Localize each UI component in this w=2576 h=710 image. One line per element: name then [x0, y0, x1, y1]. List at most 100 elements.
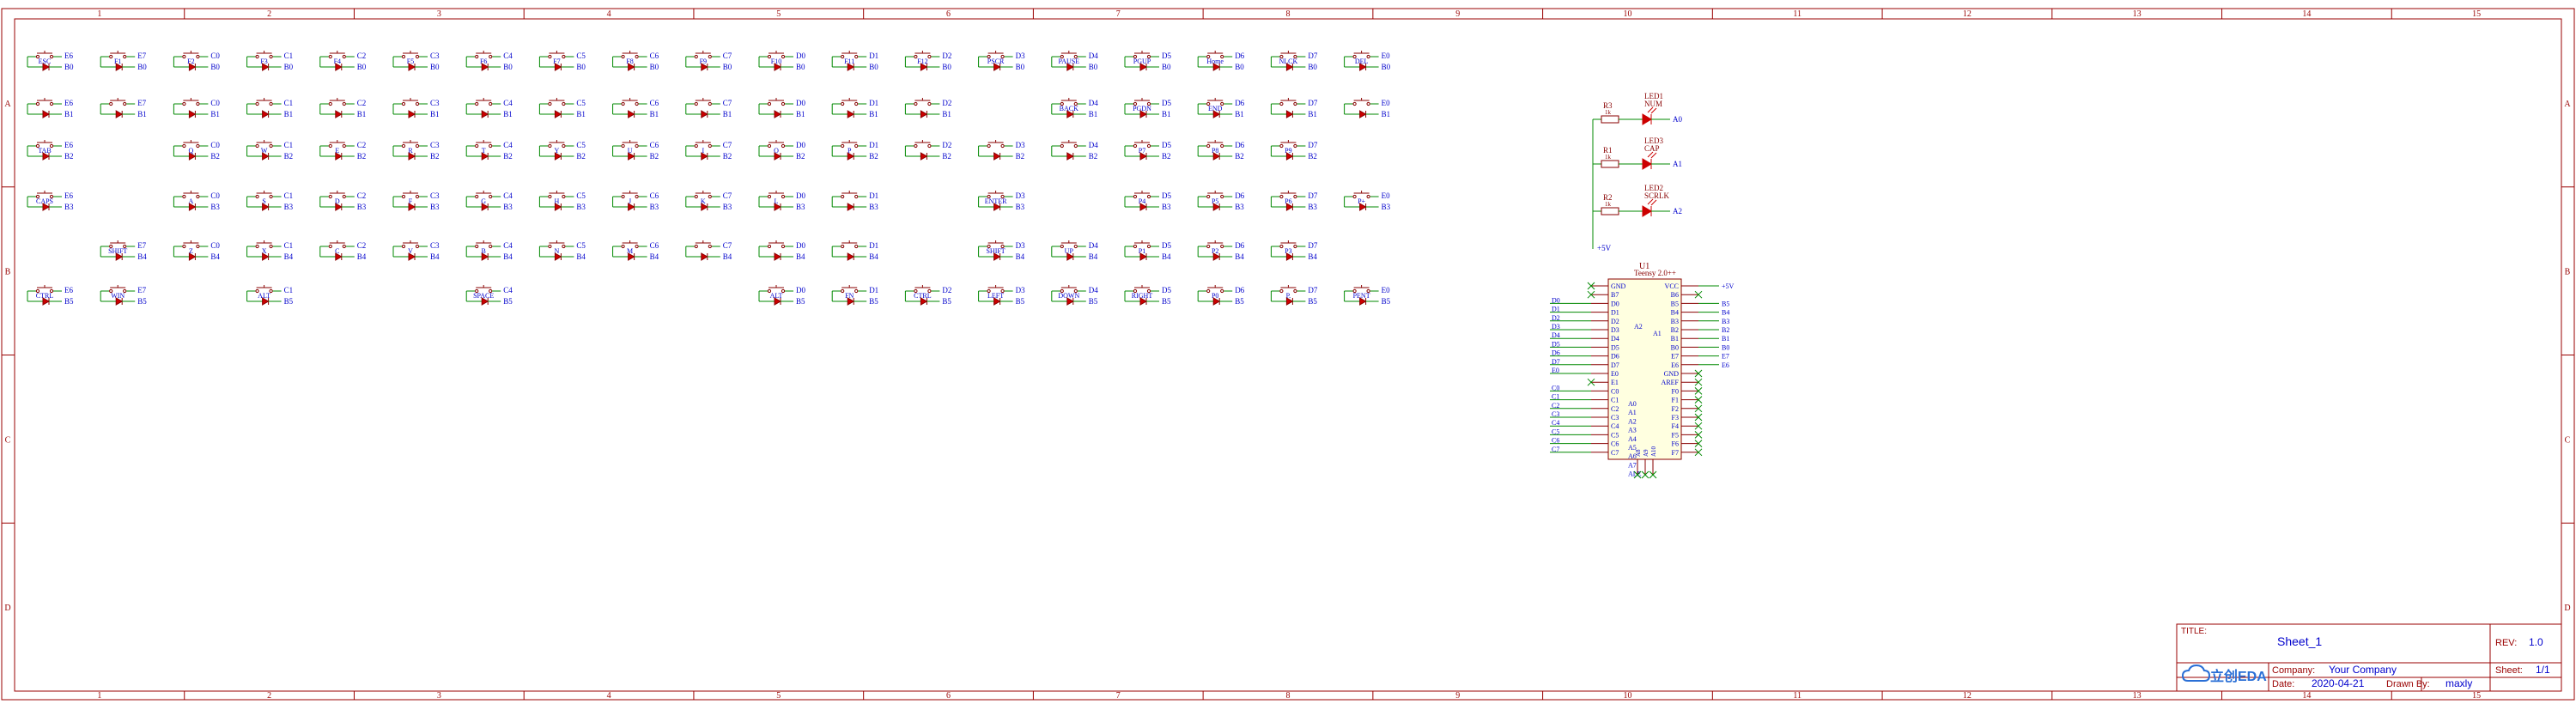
- column-net-label: C5: [576, 99, 586, 107]
- switch-contact: [415, 143, 420, 149]
- rev-label: REV:: [2495, 638, 2517, 648]
- key-label: ALT: [770, 292, 783, 300]
- frame-col-label: 10: [1623, 691, 1631, 701]
- mcu-pin-name: B0: [1671, 343, 1679, 351]
- diode-symbol: [335, 152, 343, 161]
- switch-contact: [1279, 143, 1284, 149]
- frame-col-label: 9: [1455, 691, 1460, 701]
- switch-contact: [562, 101, 566, 106]
- no-connect-icon: [1587, 282, 1595, 290]
- switch-contact: [475, 54, 479, 59]
- row-net-label: B5: [1235, 297, 1244, 306]
- mcu-pin-name: D0: [1611, 300, 1619, 307]
- mcu-bottom-label: A8: [1635, 449, 1642, 457]
- diode-symbol: [1285, 110, 1294, 118]
- key-label: P9: [1285, 147, 1291, 155]
- switch-contact: [255, 54, 259, 59]
- led-name: NUM: [1644, 100, 1662, 108]
- row-net-label: B0: [430, 63, 440, 71]
- key-label: P0: [1212, 292, 1218, 300]
- key-label: SPACE: [473, 292, 494, 300]
- frame-col-label: 3: [437, 691, 441, 701]
- led-net-label: A2: [1673, 207, 1682, 215]
- switch-contact: [1060, 54, 1064, 59]
- column-net-label: E7: [137, 286, 146, 294]
- column-net-label: D5: [1162, 191, 1171, 200]
- key-label: U: [628, 147, 633, 155]
- no-connect-icon: [1694, 369, 1703, 378]
- company-value: Your Company: [2329, 664, 2397, 676]
- row-net-label: B2: [869, 152, 878, 161]
- switch-contact: [1146, 244, 1151, 249]
- mcu-pin-name: F1: [1672, 397, 1679, 404]
- no-connect-icon: [1694, 422, 1703, 430]
- column-net-label: D7: [1308, 52, 1317, 60]
- key-label: Z: [189, 247, 193, 255]
- key-label: P6: [1285, 197, 1291, 205]
- switch-contact: [182, 54, 186, 59]
- column-net-label: C1: [284, 141, 294, 149]
- row-net-label: B3: [650, 203, 659, 211]
- frame-col-label: 5: [776, 691, 781, 701]
- led-ref: LED2: [1644, 184, 1663, 192]
- key-switch-cell: D7P.B5: [1270, 285, 1318, 306]
- row-net-label: B4: [137, 252, 147, 261]
- frame-col-label: 14: [2302, 9, 2311, 19]
- switch-contact: [621, 143, 625, 149]
- key-label: F10: [771, 58, 781, 65]
- mcu-net-label: D2: [1552, 314, 1560, 322]
- led-ray-icon: [1647, 151, 1654, 158]
- mcu-bottom-label: A9: [1643, 449, 1649, 457]
- column-net-label: D0: [796, 191, 805, 200]
- drawn-value: maxly: [2445, 677, 2472, 689]
- mcu-pin-name: C7: [1611, 449, 1619, 457]
- no-connect-icon: [1587, 378, 1595, 386]
- row-net-label: B2: [503, 152, 513, 161]
- row-net-label: B3: [576, 203, 586, 211]
- switch-contact: [548, 194, 552, 199]
- switch-contact: [109, 101, 113, 106]
- key-label: F12: [917, 58, 927, 65]
- column-net-label: C7: [723, 191, 732, 200]
- switch-contact: [415, 54, 420, 59]
- frame-col-label: 7: [1116, 691, 1121, 701]
- key-label: FN: [845, 292, 854, 300]
- mcu-pin-name: C1: [1611, 397, 1619, 404]
- diode-symbol: [774, 152, 782, 161]
- diode-symbol: [993, 252, 1001, 261]
- switch-contact: [1206, 101, 1211, 106]
- key-label: PSCR: [987, 58, 1005, 65]
- frame-row-label: D: [4, 604, 10, 613]
- column-net-label: C6: [650, 52, 659, 60]
- diode-symbol: [920, 63, 928, 71]
- mcu-ref: U1: [1639, 262, 1649, 271]
- no-connect-icon: [1694, 440, 1703, 447]
- mcu-net-label: D5: [1552, 340, 1560, 348]
- switch-contact: [927, 54, 932, 59]
- row-net-label: B4: [1016, 252, 1025, 261]
- resistor-symbol: [1601, 207, 1619, 215]
- frame-col-label: 2: [267, 691, 271, 701]
- row-net-label: B3: [1162, 203, 1171, 211]
- no-connect-icon: [1694, 290, 1703, 299]
- diode-symbol: [701, 63, 708, 71]
- column-net-label: D6: [1235, 141, 1244, 149]
